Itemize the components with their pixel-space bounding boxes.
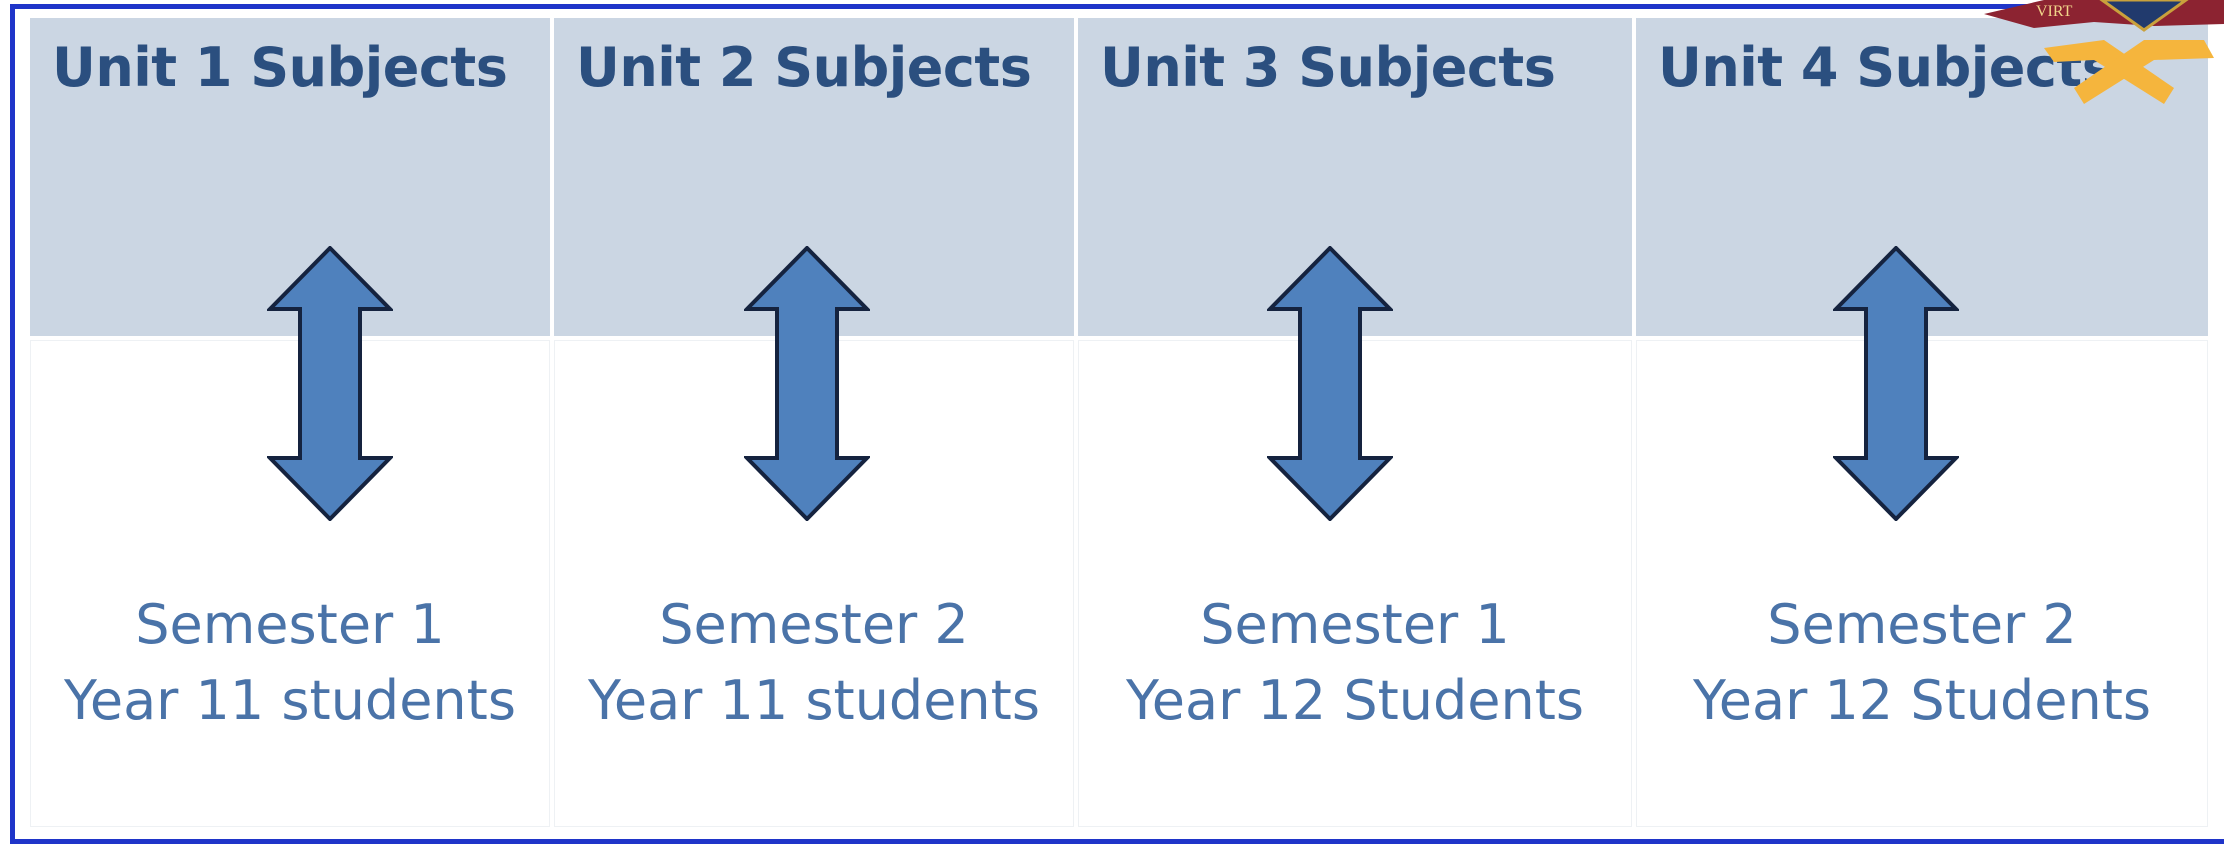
school-crest-logo: VIRT (1984, 0, 2224, 104)
cohort-label: Year 11 students (64, 669, 516, 732)
double-arrow-icon (744, 246, 870, 521)
unit-title: Unit 1 Subjects (52, 36, 508, 99)
unit-header-2: Unit 2 Subjects (554, 18, 1074, 336)
unit-column-2: Unit 2 Subjects Semester 2 Year 11 stude… (554, 18, 1074, 827)
unit-title: Unit 3 Subjects (1100, 36, 1556, 99)
unit-title: Unit 2 Subjects (576, 36, 1032, 99)
double-arrow-icon (1267, 246, 1393, 521)
cohort-label: Year 11 students (588, 669, 1040, 732)
svg-text:VIRT: VIRT (2036, 3, 2073, 20)
unit-column-4: Unit 4 Subjects Semester 2 Year 12 Stude… (1636, 18, 2208, 827)
semester-label: Semester 1 (1200, 593, 1510, 656)
unit-column-1: Unit 1 Subjects Semester 1 Year 11 stude… (30, 18, 550, 827)
semester-label: Semester 1 (135, 593, 445, 656)
unit-column-3: Unit 3 Subjects Semester 1 Year 12 Stude… (1078, 18, 1632, 827)
unit-title: Unit 4 Subjects (1658, 36, 2114, 99)
double-arrow-icon (1833, 246, 1959, 521)
double-arrow-icon (267, 246, 393, 521)
unit-header-1: Unit 1 Subjects (30, 18, 550, 336)
cohort-label: Year 12 Students (1692, 669, 2152, 732)
semester-label: Semester 2 (659, 593, 969, 656)
unit-body-1: Semester 1 Year 11 students (30, 340, 550, 827)
semester-label: Semester 2 (1767, 593, 2077, 656)
cohort-label: Year 12 Students (1125, 669, 1585, 732)
